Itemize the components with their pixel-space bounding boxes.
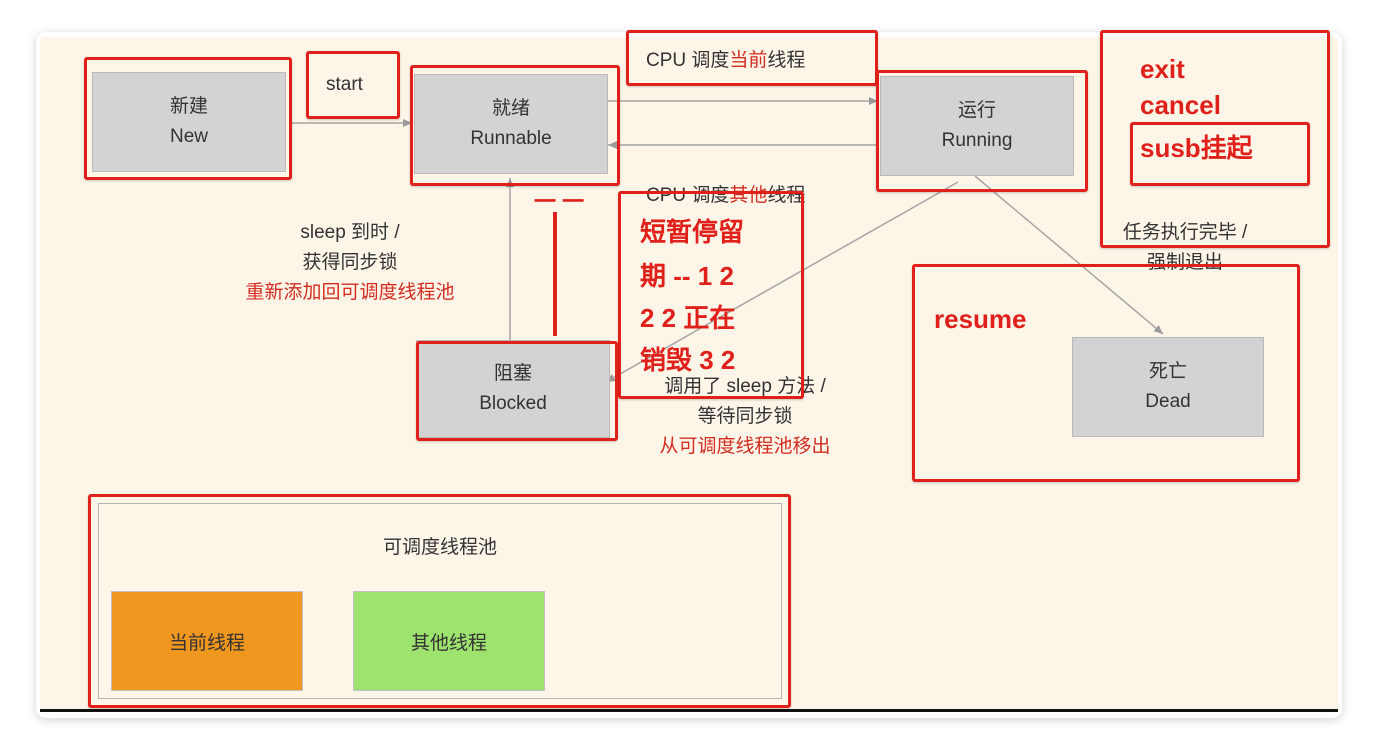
arrow-running-to-blocked — [605, 181, 959, 383]
state-blocked-zh: 阻塞 — [493, 363, 532, 384]
cpu-other-suffix: 线程 — [767, 185, 806, 206]
sleep-done-line1: sleep 到时 / — [300, 222, 400, 243]
annotation-box-cpu-current — [626, 30, 878, 86]
edge-label-cpu-other: CPU 调度其他线程 — [646, 180, 805, 207]
pool-current-thread: 当前线程 — [111, 591, 303, 691]
annotation-box-pool — [88, 494, 791, 708]
state-running: 运行 Running — [880, 76, 1074, 176]
thread-pool: 可调度线程池 当前线程 其他线程 — [98, 503, 782, 699]
call-sleep-line3: 从可调度线程池移出 — [659, 436, 831, 457]
state-new-en: New — [169, 126, 208, 147]
state-blocked-en: Blocked — [479, 393, 547, 414]
annotation-box-note — [618, 191, 804, 399]
cpu-current-suffix: 线程 — [767, 50, 806, 71]
call-sleep-line1: 调用了 sleep 方法 / — [664, 376, 826, 397]
annotation-box-blocked — [416, 341, 618, 441]
annotation-note-line3: 2 2 正在 — [640, 303, 736, 333]
annotation-resume: resume — [934, 304, 1027, 334]
annotation-note-line1: 短暂停留 — [640, 217, 745, 247]
annotation-box-start — [306, 51, 400, 119]
annotation-vertical-stroke — [553, 212, 557, 336]
annotation-box-runnable — [410, 65, 620, 186]
state-dead-en: Dead — [1145, 391, 1191, 412]
state-runnable: 就绪 Runnable — [414, 74, 608, 174]
state-blocked: 阻塞 Blocked — [416, 340, 610, 438]
pool-current-thread-label: 当前线程 — [168, 632, 245, 654]
annotation-note-line2: 期 -- 1 2 — [640, 261, 734, 291]
state-running-en: Running — [941, 130, 1013, 151]
annotation-box-dead-region — [912, 264, 1300, 482]
edge-label-call-sleep: 调用了 sleep 方法 / 等待同步锁 从可调度线程池移出 — [620, 372, 870, 462]
state-runnable-zh: 就绪 — [491, 98, 530, 119]
state-dead-zh: 死亡 — [1148, 361, 1187, 382]
pool-title: 可调度线程池 — [382, 537, 497, 558]
cpu-current-highlight: 当前 — [729, 50, 768, 71]
call-sleep-line2: 等待同步锁 — [697, 406, 793, 427]
edge-label-cpu-current: CPU 调度当前线程 — [646, 45, 805, 72]
sleep-done-line3: 重新添加回可调度线程池 — [245, 282, 455, 303]
annotation-box-running — [876, 70, 1088, 192]
annotation-box-exit-group — [1100, 30, 1330, 248]
pool-other-thread-label: 其他线程 — [410, 632, 487, 654]
finish-line1: 任务执行完毕 / — [1122, 222, 1248, 243]
annotation-dash: 一 一 — [534, 189, 585, 214]
annotation-exit: exit — [1140, 54, 1185, 84]
pool-other-thread: 其他线程 — [353, 591, 545, 691]
annotation-cancel: cancel — [1140, 90, 1221, 120]
sleep-done-line2: 获得同步锁 — [302, 252, 398, 273]
state-dead: 死亡 Dead — [1072, 337, 1264, 437]
arrow-running-to-dead — [974, 175, 1164, 335]
annotation-box-new — [84, 57, 292, 180]
annotation-note-line4: 销毁 3 2 — [640, 345, 736, 375]
cpu-other-prefix: CPU 调度 — [646, 185, 730, 206]
edge-label-finish: 任务执行完毕 / 强制退出 — [1090, 218, 1280, 278]
edge-label-start: start — [326, 74, 363, 95]
edge-label-sleep-done: sleep 到时 / 获得同步锁 重新添加回可调度线程池 — [210, 218, 490, 308]
finish-line2: 强制退出 — [1146, 252, 1223, 273]
cpu-other-highlight: 其他 — [729, 185, 768, 206]
annotation-susb: susb挂起 — [1140, 133, 1253, 163]
annotation-box-susb — [1130, 122, 1310, 186]
state-running-zh: 运行 — [957, 100, 996, 121]
state-new: 新建 New — [92, 72, 286, 172]
cpu-current-prefix: CPU 调度 — [646, 50, 730, 71]
state-new-zh: 新建 — [169, 96, 208, 117]
state-runnable-en: Runnable — [470, 128, 552, 149]
bottom-rule — [40, 709, 1338, 712]
